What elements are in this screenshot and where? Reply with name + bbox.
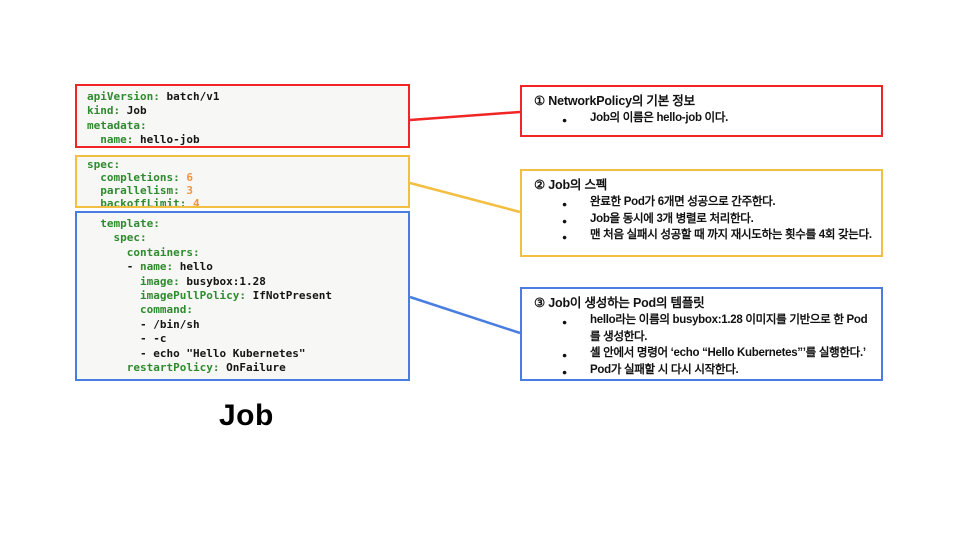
yaml-code-line: backoffLimit: 4 [100, 197, 200, 208]
code-box-pod-template: template: spec: containers: - name: hell… [75, 211, 410, 381]
note-bullet-item: ● hello라는 이름의 busybox:1.28 이미지를 기반으로 한 Po… [534, 312, 873, 345]
bullet-icon: ● [562, 317, 567, 327]
note-bullet-text: Job의 이름은 hello-job 이다. [590, 112, 729, 124]
connector-yellow-line [409, 181, 521, 214]
slide-title: Job [219, 399, 274, 432]
yaml-code-line: spec: [113, 231, 147, 245]
yaml-code-line: - /bin/sh [87, 317, 200, 331]
note-box-pod-template: ③ Job이 생성하는 Pod의 템플릿 ● hello라는 이름의 busybox… [520, 287, 883, 381]
yaml-code-line: - echo "Hello Kubernetes" [87, 346, 306, 360]
note-bullet-text: 완료한 Pod가 6개면 성공으로 간주한다. [590, 196, 776, 208]
note-box-basic-info: ① NetworkPolicy의 기본 정보 ● Job의 이름은 hello-jo… [520, 85, 883, 137]
yaml-code-line: containers: [126, 245, 200, 259]
yaml-code-line: restartPolicy: OnFailure [126, 361, 286, 375]
note-bullet-text: Pod가 실패할 시 다시 시작한다. [590, 363, 739, 376]
yaml-code-line: image: busybox:1.28 [139, 274, 266, 288]
yaml-code-line: apiVersion: batch/v1 [87, 90, 220, 103]
note-box-job-spec: ② Job의 스펙 ● 완료한 Pod가 6개면 성공으로 간주한다. ● Job을 동… [520, 169, 883, 257]
bullet-icon: ● [562, 366, 567, 377]
yaml-code-line: imagePullPolicy: IfNotPresent [139, 289, 333, 303]
connector-red-line [409, 110, 521, 122]
yaml-code-line: - name: hello [87, 260, 213, 274]
note-bullet-text: hello라는 이름의 busybox:1.28 이미지를 기반으로 한 Pod… [590, 314, 868, 343]
yaml-code-line: kind: Job [87, 104, 147, 118]
note-bullet-item: ● 셸 안에서 명령어 ‘echo “Hello Kubernetes”’를 실행… [534, 345, 873, 362]
note-heading: ① NetworkPolicy의 기본 정보 [534, 94, 695, 108]
yaml-code-line: name: hello-job [100, 133, 200, 147]
note-bullet-list: ● Job의 이름은 hello-job 이다. [534, 110, 873, 127]
bullet-icon: ● [562, 115, 567, 125]
note-heading: ③ Job이 생성하는 Pod의 템플릿 [534, 296, 705, 310]
yaml-code-line: completions: 6 [100, 171, 193, 185]
yaml-code-line: spec: [87, 158, 121, 171]
note-bullet-item: ● Pod가 실패할 시 다시 시작한다. [534, 362, 873, 379]
note-bullet-list: ● hello라는 이름의 busybox:1.28 이미지를 기반으로 한 Po… [534, 312, 873, 378]
yaml-code-line: command: [139, 303, 193, 317]
bullet-icon: ● [562, 232, 567, 242]
note-bullet-text: 셸 안에서 명령어 ‘echo “Hello Kubernetes”’를 실행한… [590, 347, 866, 359]
bullet-icon: ● [562, 215, 567, 226]
bullet-icon: ● [562, 199, 567, 209]
connector-blue-line [409, 295, 521, 335]
note-bullet-list: ● 완료한 Pod가 6개면 성공으로 간주한다. ● Job을 동시에 3개 병렬로… [534, 194, 873, 244]
yaml-code-line: - -c [87, 332, 167, 346]
note-bullet-item: ● Job을 동시에 3개 병렬로 처리한다. [534, 211, 873, 228]
note-bullet-item: ● 맨 처음 실패시 성공할 때 까지 재시도하는 횟수를 4회 갖는다. [534, 227, 873, 244]
yaml-code-line: metadata: [87, 118, 147, 132]
yaml-code-line: template: [100, 217, 160, 230]
yaml-code-line: parallelism: 3 [100, 184, 193, 198]
note-heading: ② Job의 스펙 [534, 178, 608, 192]
note-bullet-item: ● 완료한 Pod가 6개면 성공으로 간주한다. [534, 194, 873, 211]
note-bullet-text: 맨 처음 실패시 성공할 때 까지 재시도하는 횟수를 4회 갖는다. [590, 229, 872, 241]
note-bullet-text: Job을 동시에 3개 병렬로 처리한다. [590, 212, 754, 225]
note-bullet-item: ● Job의 이름은 hello-job 이다. [534, 110, 873, 127]
bullet-icon: ● [562, 350, 567, 360]
code-box-job-spec: spec: completions: 6 parallelism: 3 back… [75, 155, 410, 208]
